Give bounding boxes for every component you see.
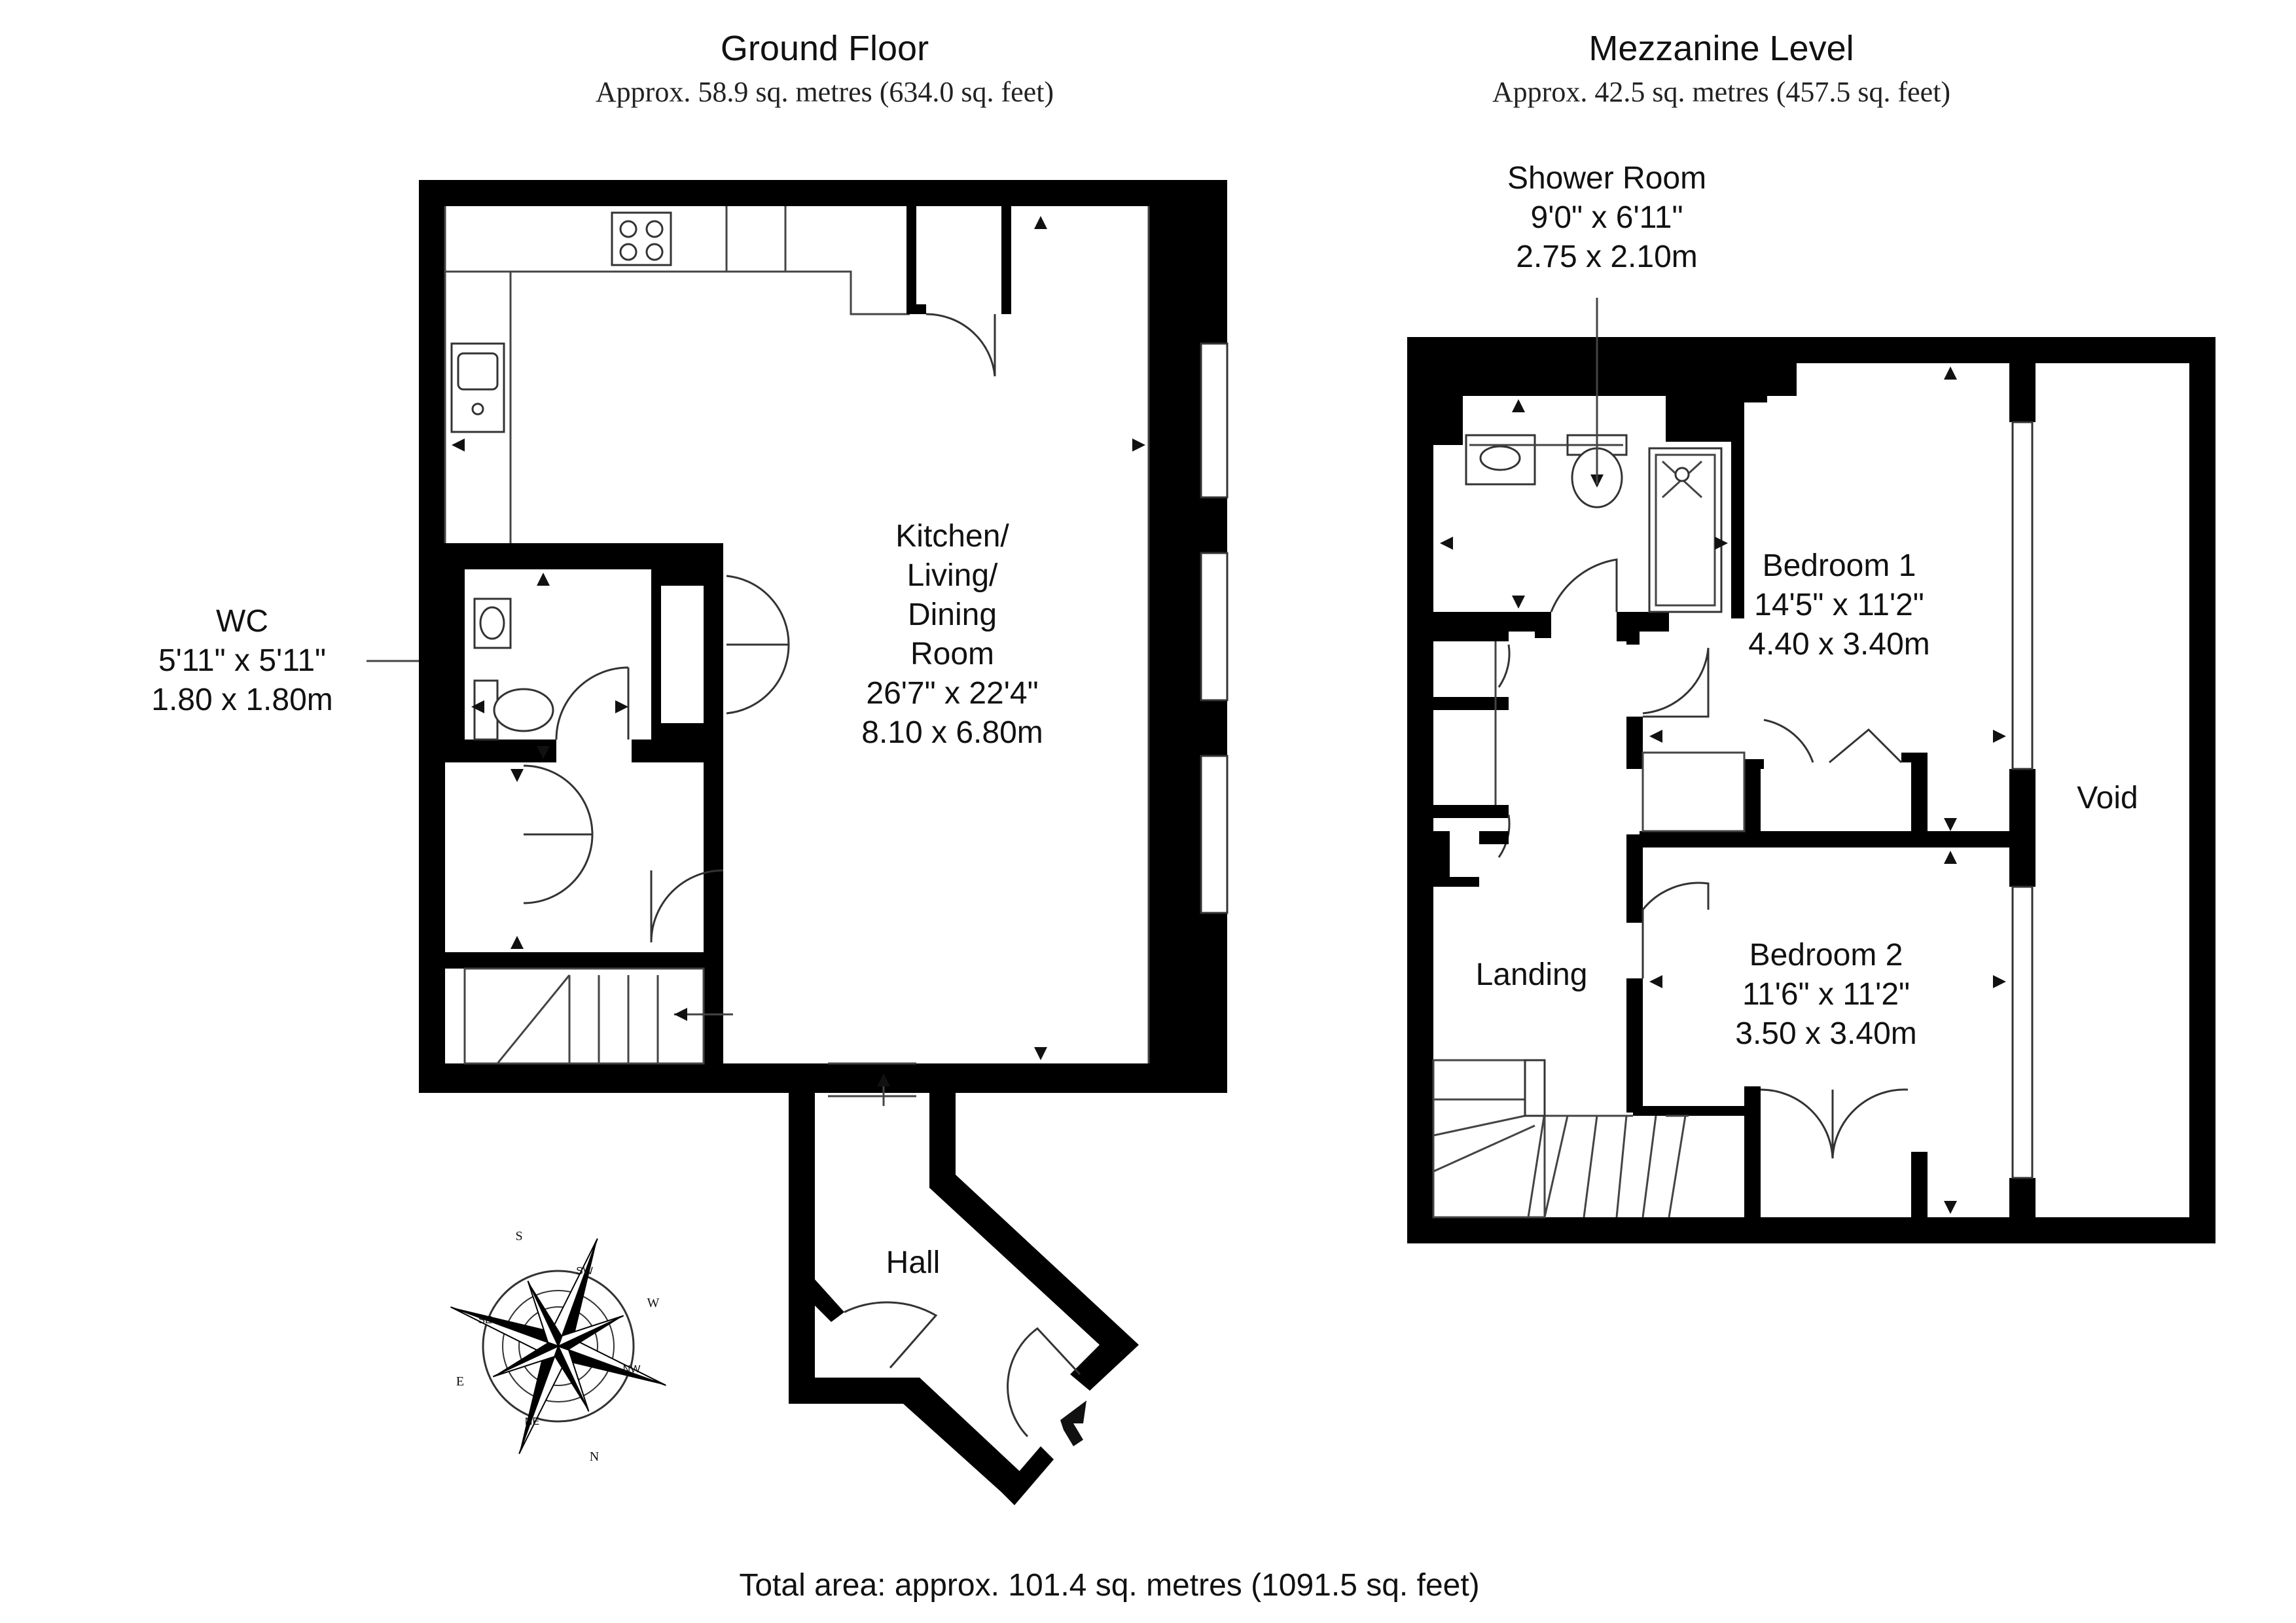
wc-name: WC xyxy=(216,604,268,639)
kitchen-imperial-size: 26'7" x 22'4" xyxy=(866,676,1038,711)
bedroom-2-metric-size: 3.50 x 3.40m xyxy=(1735,1016,1917,1051)
shower-room-name: Shower Room xyxy=(1507,161,1706,196)
shower-room-imperial-size: 9'0" x 6'11" xyxy=(1531,200,1683,235)
bedroom-1-imperial-size: 14'5" x 11'2" xyxy=(1754,588,1924,622)
compass-se: SE xyxy=(478,1315,492,1326)
mezzanine-level-title: Mezzanine Level xyxy=(1588,29,1854,68)
landing-name: Landing xyxy=(1476,957,1588,992)
compass-n: N xyxy=(590,1450,599,1464)
compass-s: S xyxy=(515,1229,522,1243)
compass-sw: SW xyxy=(576,1266,594,1277)
kitchen-name-line-3: Dining xyxy=(908,597,997,632)
compass-ne: NE xyxy=(525,1416,539,1427)
shower-room-metric-size: 2.75 x 2.10m xyxy=(1516,240,1698,274)
bedroom-2-name: Bedroom 2 xyxy=(1749,938,1903,972)
kitchen-metric-size: 8.10 x 6.80m xyxy=(861,715,1043,750)
compass-rose-icon: S W N E SW NW NE SE xyxy=(450,1229,666,1464)
void-name: Void xyxy=(2077,781,2138,815)
kitchen-name-line-2: Living/ xyxy=(907,558,998,593)
mezzanine-level-plan xyxy=(1407,298,2215,1243)
wc-metric-size: 1.80 x 1.80m xyxy=(151,683,333,717)
wc-imperial-size: 5'11" x 5'11" xyxy=(158,643,326,678)
ground-floor-area: Approx. 58.9 sq. metres (634.0 sq. feet) xyxy=(596,76,1054,108)
compass-nw: NW xyxy=(623,1364,641,1375)
ground-floor-title: Ground Floor xyxy=(721,29,929,68)
compass-w: W xyxy=(647,1296,660,1310)
ground-floor-plan xyxy=(367,180,1229,1505)
bedroom-1-metric-size: 4.40 x 3.40m xyxy=(1748,627,1930,662)
compass-e: E xyxy=(456,1374,464,1389)
hall-name: Hall xyxy=(886,1245,941,1280)
kitchen-name-line-1: Kitchen/ xyxy=(895,519,1009,554)
kitchen-name-line-4: Room xyxy=(910,637,994,671)
total-area: Total area: approx. 101.4 sq. metres (10… xyxy=(739,1568,1479,1603)
mezzanine-level-area: Approx. 42.5 sq. metres (457.5 sq. feet) xyxy=(1492,76,1950,108)
bedroom-2-imperial-size: 11'6" x 11'2" xyxy=(1742,977,1910,1012)
bedroom-1-name: Bedroom 1 xyxy=(1763,548,1916,583)
